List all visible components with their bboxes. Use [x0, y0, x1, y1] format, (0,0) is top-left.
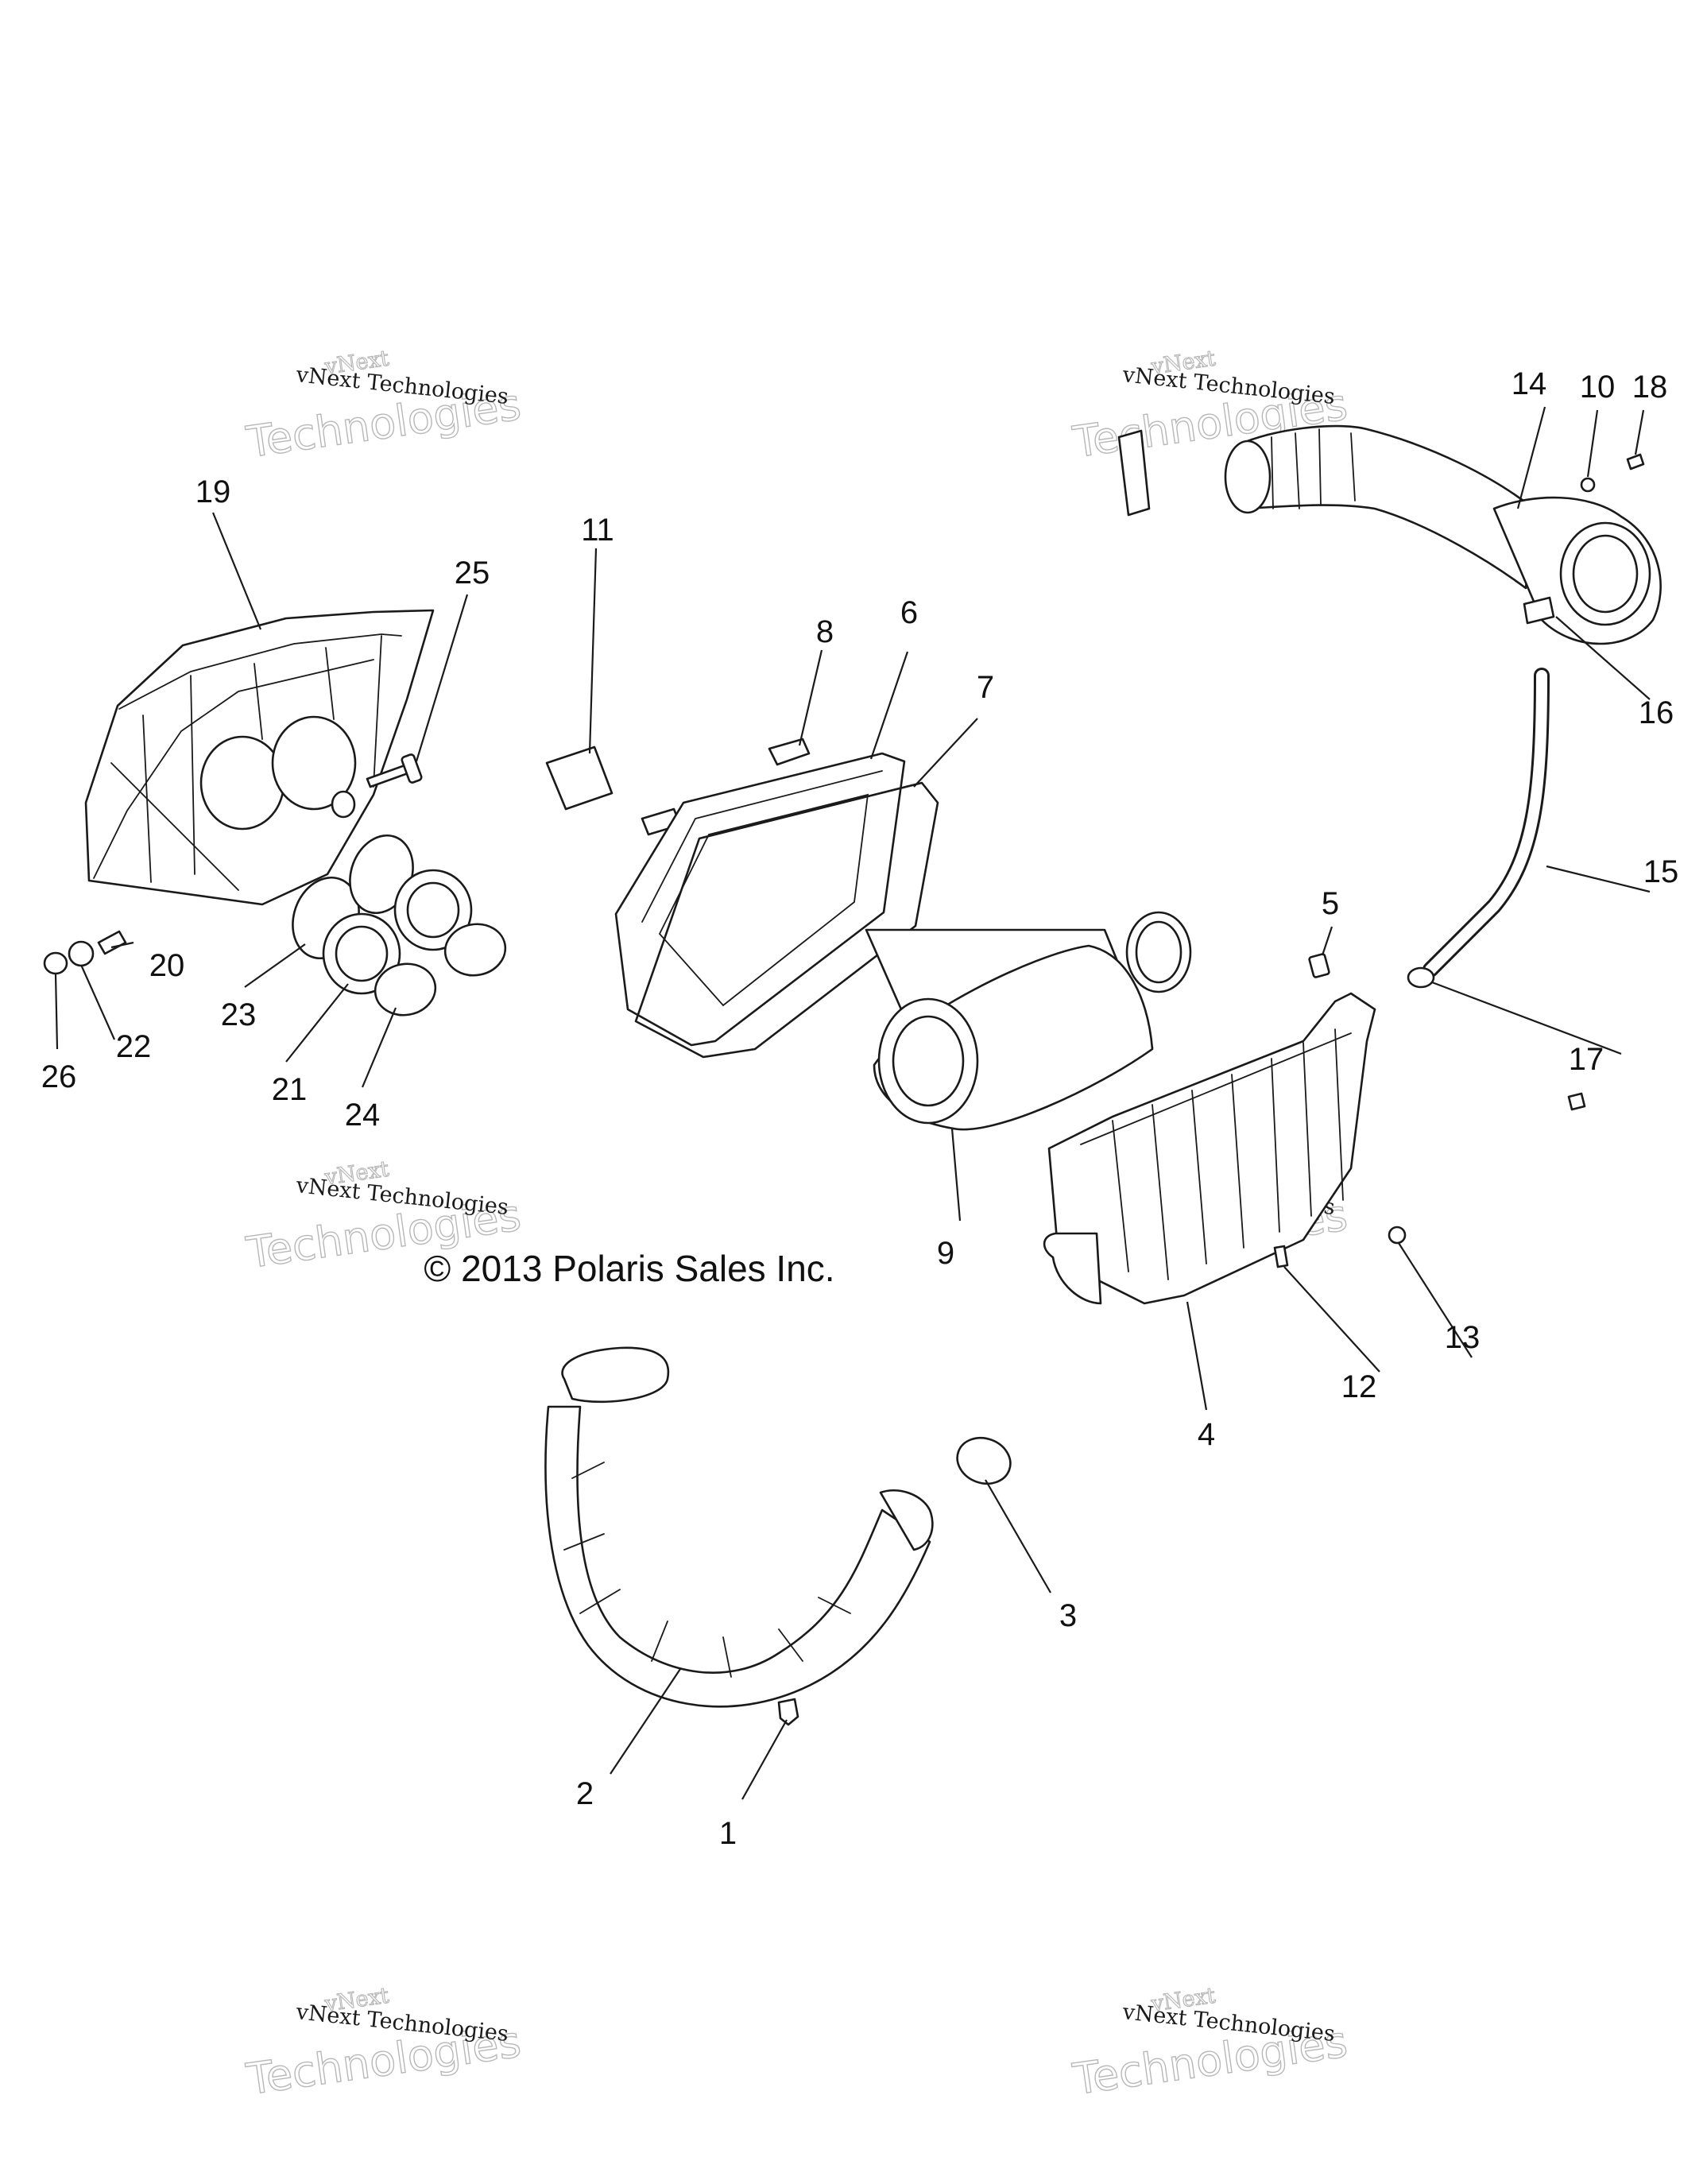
part-12-drain-valve [1273, 1245, 1289, 1268]
part-20-spacer [97, 930, 127, 955]
part-16-clamp [1523, 596, 1555, 625]
callout-11: 11 [581, 513, 614, 548]
callout-13: 13 [1445, 1320, 1481, 1355]
part-1-fastener [777, 1698, 799, 1726]
callout-14: 14 [1512, 366, 1547, 401]
callout-labels: 1 2 3 4 5 6 7 8 9 10 11 12 13 14 15 16 1… [41, 366, 1679, 1851]
part-9-filter-element [865, 911, 1192, 1131]
part-8-clips [641, 738, 811, 836]
part-3-clamp [956, 1436, 1012, 1485]
callout-4: 4 [1198, 1417, 1215, 1452]
callout-3: 3 [1059, 1598, 1077, 1633]
callout-26: 26 [41, 1059, 77, 1094]
part-15-hose-inner [1425, 670, 1547, 975]
callout-6: 6 [900, 595, 918, 630]
callout-9: 9 [937, 1236, 954, 1271]
part-nut-cover [331, 790, 356, 819]
callout-10: 10 [1580, 370, 1616, 405]
copyright-text: © 2013 Polaris Sales Inc. [424, 1248, 834, 1289]
callout-19: 19 [195, 474, 231, 509]
callout-21: 21 [272, 1072, 308, 1107]
part-screw-right [1567, 1092, 1586, 1111]
callout-20: 20 [149, 948, 185, 983]
part-5-clip [1308, 953, 1330, 978]
callout-17: 17 [1569, 1042, 1604, 1077]
part-21-boots [322, 869, 473, 995]
callout-5: 5 [1322, 886, 1339, 921]
callout-23: 23 [221, 997, 257, 1032]
part-15-hose [1422, 668, 1550, 978]
callout-16: 16 [1639, 695, 1674, 730]
part-10-o-ring [1580, 477, 1596, 493]
part-6-filter-frame [614, 752, 906, 1047]
callout-22: 22 [116, 1029, 152, 1064]
part-26-nut [43, 951, 68, 975]
callout-2: 2 [576, 1776, 594, 1811]
callout-1: 1 [719, 1816, 737, 1851]
callout-7: 7 [977, 670, 994, 705]
callout-18: 18 [1632, 370, 1668, 405]
part-24-clamps [374, 923, 507, 1016]
part-2-intake-tube [544, 1346, 934, 1708]
part-14-clip [1117, 429, 1151, 517]
callout-12: 12 [1341, 1369, 1377, 1404]
part-14-intake-duct [1224, 424, 1662, 645]
part-17-clamp [1407, 966, 1435, 989]
part-7-gasket [634, 781, 939, 1059]
callout-25: 25 [455, 556, 490, 591]
part-25-bolt [366, 753, 423, 788]
part-11-decal [545, 745, 614, 811]
part-18-screw [1626, 453, 1645, 470]
leader-lines [54, 406, 1651, 1800]
callout-8: 8 [816, 614, 834, 649]
callout-15: 15 [1643, 854, 1679, 889]
callout-24: 24 [345, 1098, 381, 1133]
part-13-screw [1388, 1226, 1407, 1245]
part-4-airbox-base [1043, 992, 1376, 1305]
part-22-grommet [68, 940, 95, 967]
part-19-airbox-cover [84, 609, 435, 906]
